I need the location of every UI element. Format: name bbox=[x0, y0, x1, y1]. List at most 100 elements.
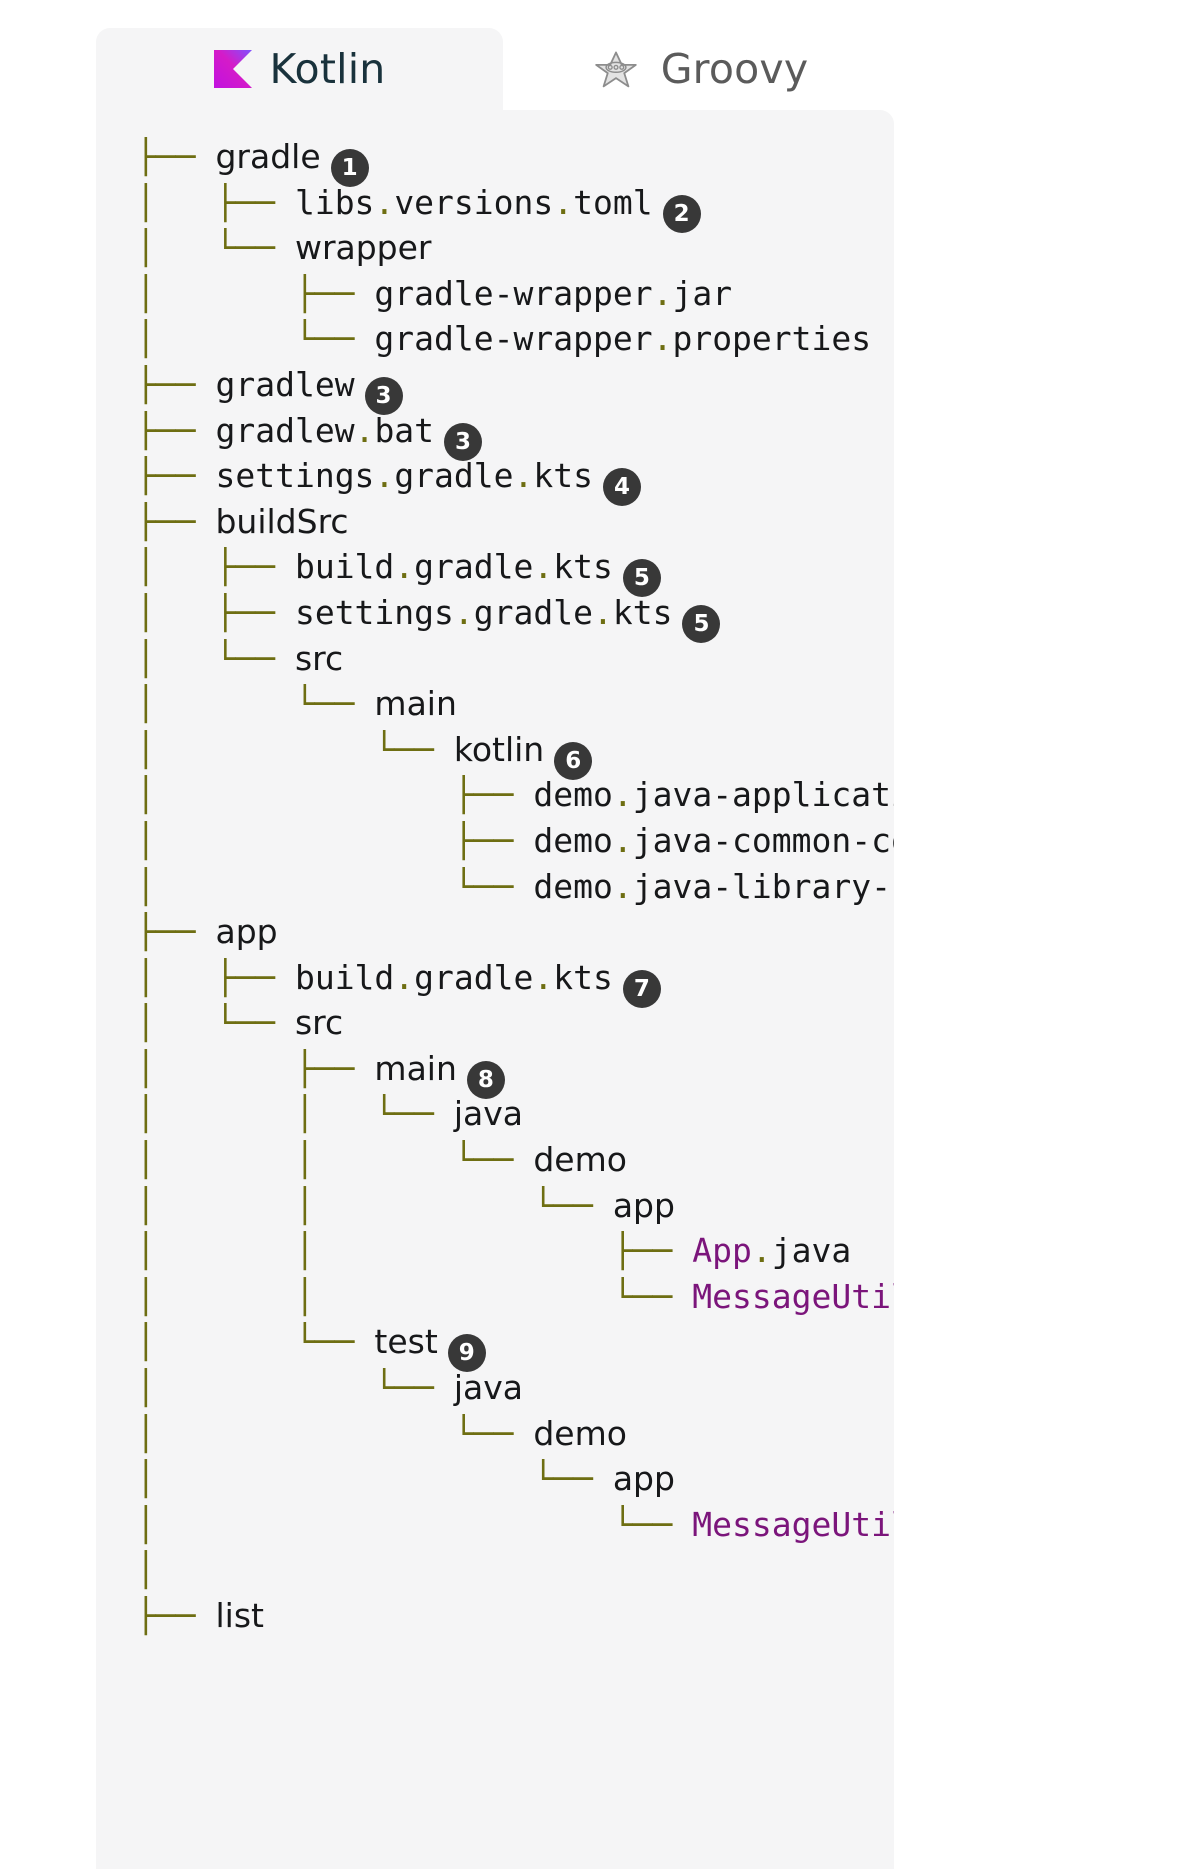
tree-row[interactable]: │ ├── demo.java-common-conventions.gradl… bbox=[136, 818, 894, 864]
tree-row[interactable]: │ │ └── app bbox=[136, 1183, 894, 1229]
tree-branch-glyph: ├── bbox=[136, 912, 216, 952]
step-number-badge: 7 bbox=[622, 969, 661, 1008]
tree-node-name[interactable]: gradle-wrapper.jar bbox=[374, 274, 732, 313]
tree-node-name[interactable]: app bbox=[612, 1185, 675, 1225]
tree-branch-glyph: │ └── bbox=[136, 1413, 534, 1453]
tree-node-name[interactable]: test bbox=[374, 1322, 438, 1362]
tab-kotlin[interactable]: Kotlin bbox=[96, 28, 503, 110]
filename-segment: settings bbox=[294, 592, 454, 632]
filename-dot-separator: . bbox=[652, 273, 673, 313]
tree-row[interactable]: │ │ └── demo bbox=[136, 1137, 894, 1183]
tree-node-name[interactable]: src bbox=[294, 1003, 344, 1043]
tree-row[interactable]: │ ├── gradle-wrapper.jar bbox=[136, 271, 894, 317]
tree-node-name[interactable]: App.java bbox=[692, 1231, 851, 1270]
tree-node-name[interactable]: gradle-wrapper.properties bbox=[374, 319, 871, 358]
tree-node-name[interactable]: app bbox=[612, 1459, 675, 1499]
filename-dot-separator: . bbox=[751, 1231, 772, 1271]
tree-row[interactable]: │ └── java bbox=[136, 1365, 894, 1411]
filename-dot-separator: . bbox=[354, 410, 375, 450]
tree-node-name[interactable]: gradle bbox=[215, 137, 321, 176]
tree-node-name[interactable]: demo.java-common-conventions.gradle.kts bbox=[533, 821, 894, 860]
tree-branch-glyph: ├── bbox=[136, 410, 216, 450]
filename-segment: properties bbox=[672, 319, 872, 359]
tree-node-name[interactable]: gradlew bbox=[215, 365, 354, 404]
tree-node-name[interactable]: buildSrc bbox=[215, 501, 349, 541]
tree-branch-glyph: ├── bbox=[136, 137, 216, 176]
tree-node-name[interactable]: java bbox=[453, 1094, 524, 1134]
tree-branch-glyph: │ ├── bbox=[136, 547, 295, 587]
tree-node-name[interactable]: kotlin bbox=[453, 729, 545, 769]
tree-branch-glyph: │ │ └── bbox=[136, 1185, 613, 1225]
tree-row[interactable]: │ └── MessageUtilsTest.java bbox=[136, 1502, 894, 1548]
filename-segment: gradle bbox=[394, 456, 514, 496]
tree-node-name[interactable]: settings.gradle.kts bbox=[215, 456, 593, 495]
filename-segment: libs bbox=[294, 182, 375, 222]
tree-row[interactable]: │ │ └── java bbox=[136, 1091, 894, 1137]
tree-node-name[interactable]: app bbox=[215, 912, 278, 952]
tree-row[interactable]: │ └── src bbox=[136, 636, 894, 682]
tree-branch-glyph: ├── bbox=[136, 1596, 216, 1635]
tree-row[interactable]: │ └── demo.java-library-conventions.grad… bbox=[136, 864, 894, 910]
tab-groovy[interactable]: Groovy bbox=[503, 28, 894, 110]
tree-node-name[interactable]: demo.java-library-conventions.gradle.kts bbox=[533, 867, 894, 906]
tree-node-name[interactable]: settings.gradle.kts bbox=[295, 593, 673, 632]
tree-row[interactable]: │ └── demo bbox=[136, 1411, 894, 1457]
tree-row[interactable]: ├── list bbox=[136, 1593, 894, 1639]
tree-branch-glyph: │ ├── bbox=[136, 775, 534, 815]
tree-node-name[interactable]: wrapper bbox=[294, 228, 432, 268]
tree-node-name[interactable]: gradlew.bat bbox=[215, 411, 434, 450]
tree-node-name[interactable]: main bbox=[374, 1048, 457, 1088]
tree-branch-glyph: ├── bbox=[136, 364, 216, 404]
tree-node-name[interactable]: MessageUtils.java bbox=[692, 1277, 894, 1316]
tree-row[interactable]: │ bbox=[136, 1547, 894, 1593]
tree-node-name[interactable]: java bbox=[453, 1368, 524, 1408]
tree-branch-glyph: │ ├── bbox=[136, 182, 295, 222]
tree-row[interactable]: │ └── src bbox=[136, 1000, 894, 1046]
filename-segment: java bbox=[771, 1231, 852, 1271]
tree-node-name[interactable]: demo bbox=[533, 1140, 627, 1180]
tree-node-name[interactable]: demo.java-application-conventions.gradle… bbox=[533, 775, 894, 814]
filename-dot-separator: . bbox=[612, 775, 633, 815]
tree-row[interactable]: ├── buildSrc bbox=[136, 499, 894, 545]
filename-segment: demo bbox=[533, 866, 613, 906]
tree-node-name[interactable]: main bbox=[374, 684, 457, 724]
tree-row[interactable]: │ │ └── MessageUtils.java bbox=[136, 1274, 894, 1320]
step-number-badge: 5 bbox=[622, 559, 661, 598]
filename-segment: bat bbox=[374, 410, 435, 450]
tree-row[interactable]: ├── app bbox=[136, 909, 894, 955]
tree-node-name[interactable]: build.gradle.kts bbox=[295, 958, 613, 997]
tree-row[interactable]: │ └── gradle-wrapper.properties bbox=[136, 316, 894, 362]
tree-node-name[interactable]: libs.versions.toml bbox=[295, 183, 653, 222]
tree-node-name[interactable]: build.gradle.kts bbox=[295, 547, 613, 586]
tree-row[interactable]: │ └── wrapper bbox=[136, 225, 894, 271]
tree-node-name[interactable]: MessageUtilsTest.java bbox=[692, 1505, 894, 1544]
tree-node-name[interactable]: list bbox=[215, 1596, 264, 1635]
step-number-badge: 9 bbox=[447, 1334, 486, 1373]
tree-row[interactable]: │ │ ├── App.java bbox=[136, 1228, 894, 1274]
tree-branch-glyph: │ └── bbox=[136, 319, 375, 359]
filename-segment: settings bbox=[215, 456, 375, 496]
tree-row[interactable]: │ ├── demo.java-application-conventions.… bbox=[136, 772, 894, 818]
tree-row[interactable]: │ └── main bbox=[136, 681, 894, 727]
tree-branch-glyph: ├── bbox=[136, 456, 216, 496]
tree-branch-glyph: │ └── bbox=[136, 228, 295, 268]
tree-node-name[interactable]: src bbox=[294, 638, 344, 678]
filename-dot-separator: . bbox=[513, 456, 534, 496]
tree-node-name[interactable]: demo bbox=[533, 1413, 627, 1453]
filename-dot-separator: . bbox=[533, 547, 554, 587]
tree-row[interactable]: │ └── app bbox=[136, 1456, 894, 1502]
tree-branch-glyph: │ ├── bbox=[136, 273, 375, 313]
filename-segment: demo bbox=[533, 775, 613, 815]
